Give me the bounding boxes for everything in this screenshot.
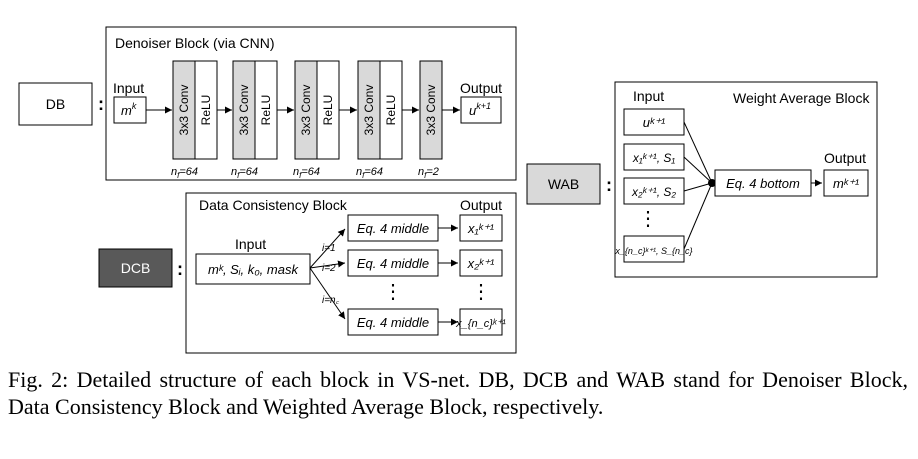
db-output-symbol: uk+1	[469, 101, 491, 118]
dcb-section: DCB : Data Consistency Block Output Inpu…	[98, 192, 517, 354]
dcb-input-label: Input	[235, 236, 266, 252]
dcb-eq-box-3	[347, 308, 439, 336]
wab-input-2: x₁ᵏ⁺¹, S₁	[632, 151, 676, 165]
db-filter-count-4: nf=64	[356, 166, 383, 180]
wab-colon: :	[606, 175, 612, 195]
dcb-eq-label-3: Eq. 4 middle	[357, 315, 429, 330]
wab-input-box-3	[623, 177, 685, 205]
dcb-index-2: i=2	[322, 263, 336, 274]
wab-tag-label: WAB	[548, 176, 579, 192]
db-output-box	[460, 96, 502, 124]
dcb-eq-label-2: Eq. 4 middle	[357, 256, 429, 271]
db-tag-box	[18, 82, 93, 126]
db-relu-label-3: ReLU	[321, 95, 335, 126]
wab-title: Weight Average Block	[733, 90, 870, 106]
wab-input-dots: ⋮	[638, 208, 658, 230]
wab-input-3: x₂ᵏ⁺¹, S₂	[631, 185, 676, 199]
db-tag-label: DB	[46, 96, 65, 112]
dcb-title: Data Consistency Block	[199, 197, 348, 213]
db-input-symbol: mk	[121, 101, 137, 118]
dcb-colon: :	[177, 259, 183, 279]
dcb-arrow-1	[309, 228, 346, 269]
dcb-output-box-3	[459, 308, 503, 336]
db-section: DB : Denoiser Block (via CNN) Input mk 3…	[18, 26, 517, 181]
db-title: Denoiser Block (via CNN)	[115, 35, 274, 51]
db-filter-count-5: nf=2	[418, 166, 439, 180]
dcb-output-box-2	[459, 249, 503, 277]
db-conv-label-2: 3x3 Conv	[237, 85, 251, 136]
db-relu-label-2: ReLU	[259, 95, 273, 126]
figure-caption: Fig. 2: Detailed structure of each block…	[8, 367, 908, 419]
dcb-output-1: x₁ᵏ⁺¹	[467, 221, 495, 236]
db-conv-label-3: 3x3 Conv	[299, 85, 313, 136]
wab-tag-box	[526, 163, 601, 205]
wab-fan-line-2	[683, 156, 713, 184]
dcb-output-2: x₂ᵏ⁺¹	[467, 256, 495, 271]
dcb-eq-dots: ⋮	[383, 281, 403, 303]
dcb-output-3: x_{n_c}ᵏ⁺¹	[455, 318, 506, 330]
db-colon: :	[98, 94, 104, 114]
wab-fan-line-4	[683, 182, 713, 250]
dcb-index-1: i=1	[322, 243, 336, 254]
dcb-output-box-1	[459, 214, 503, 242]
wab-eq-box	[714, 169, 812, 197]
db-filter-count-1: nf=64	[171, 166, 198, 180]
wab-merge-dot	[708, 179, 716, 187]
wab-input-box-4	[623, 235, 685, 263]
wab-fan-line-3	[683, 182, 713, 192]
wab-input-box-2	[623, 143, 685, 171]
dcb-index-3: i=n꜀	[322, 295, 340, 306]
db-filter-count-2: nf=64	[231, 166, 258, 180]
dcb-output-label: Output	[460, 197, 502, 213]
dcb-eq-box-2	[347, 249, 439, 277]
wab-input-4: x_{n_c}ᵏ⁺¹, S_{n_c}	[614, 246, 692, 256]
dcb-input-box	[195, 253, 311, 285]
wab-input-1: uᵏ⁺¹	[643, 115, 666, 130]
wab-output-label: Output	[824, 150, 866, 166]
db-relu-label-1: ReLU	[199, 95, 213, 126]
wab-input-label: Input	[633, 88, 664, 104]
db-conv-label-1: 3x3 Conv	[177, 85, 191, 136]
dcb-arrow-2	[309, 260, 346, 269]
db-conv-label-5: 3x3 Conv	[424, 85, 438, 136]
db-filter-count-3: nf=64	[293, 166, 320, 180]
dcb-eq-box-1	[347, 214, 439, 242]
wab-output-box	[823, 169, 869, 197]
wab-section: WAB : Weight Average Block Input uᵏ⁺¹ x₁…	[526, 81, 878, 278]
wab-eq-label: Eq. 4 bottom	[726, 176, 800, 191]
db-input-label: Input	[113, 80, 144, 96]
dcb-arrow-3	[309, 267, 346, 320]
db-relu-label-4: ReLU	[384, 95, 398, 126]
db-output-label: Output	[460, 80, 502, 96]
db-conv-label-4: 3x3 Conv	[362, 85, 376, 136]
wab-output-text: mᵏ⁺¹	[833, 176, 860, 191]
wab-fan-line-1	[683, 121, 713, 184]
dcb-tag-box	[98, 248, 173, 288]
dcb-tag-label: DCB	[121, 260, 151, 276]
dcb-eq-label-1: Eq. 4 middle	[357, 221, 429, 236]
dcb-input-text: mᵏ, Sᵢ, k₀, mask	[208, 262, 299, 277]
db-layer-stack: 3x3 Conv ReLU nf=64 3x3 Conv ReLU nf=64 3x3 Co…	[146, 60, 460, 180]
dcb-output-dots: ⋮	[471, 281, 491, 303]
